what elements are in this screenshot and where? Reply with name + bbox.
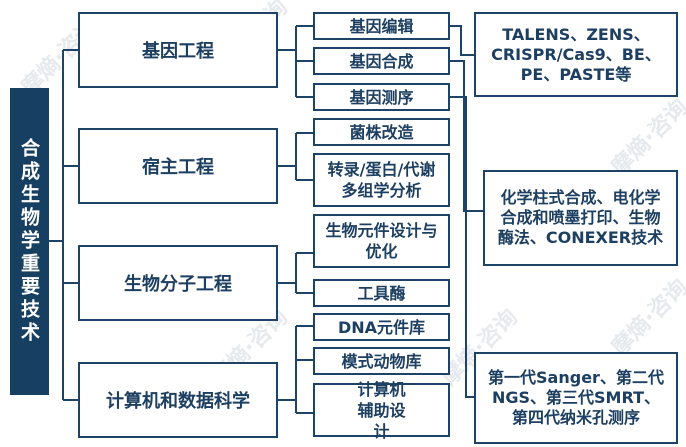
connector-detail-3 — [450, 96, 474, 398]
category-label: 宿主工程 — [142, 157, 214, 178]
item-label: 基因测序 — [349, 87, 414, 107]
detail-text: 第一代Sanger、第二代NGS、第三代SMRT、第四代纳米孔测序 — [488, 368, 664, 427]
item-label: 基因合成 — [349, 51, 414, 71]
item-model-animal-library: 模式动物库 — [313, 347, 450, 375]
item-gene-synthesis: 基因合成 — [313, 47, 450, 75]
detail-text: 化学柱式合成、电化学合成和喷墨打印、生物酶法、CONEXER技术 — [497, 188, 664, 247]
item-label: DNA元件库 — [337, 317, 426, 337]
root-node: 合成生物学重要技术 — [10, 88, 49, 395]
connector-detail-2 — [450, 60, 483, 212]
item-label: 生物元件设计与优化 — [325, 221, 438, 261]
detail-gene-sequencing: 第一代Sanger、第二代NGS、第三代SMRT、第四代纳米孔测序 — [474, 352, 678, 444]
detail-text: TALENS、ZENS、CRISPR/Cas9、BE、PE、PASTE等 — [491, 24, 661, 84]
item-gene-sequencing: 基因测序 — [313, 83, 450, 111]
category-label: 计算机和数据科学 — [106, 391, 250, 412]
category-biomolecular-engineering: 生物分子工程 — [78, 245, 278, 321]
detail-gene-editing: TALENS、ZENS、CRISPR/Cas9、BE、PE、PASTE等 — [474, 12, 678, 97]
item-tool-enzyme: 工具酶 — [313, 279, 450, 307]
item-gene-editing: 基因编辑 — [313, 12, 450, 40]
category-label: 生物分子工程 — [124, 274, 232, 295]
category-label: 基因工程 — [142, 41, 214, 62]
item-multiomics-analysis: 转录/蛋白/代谢多组学分析 — [313, 153, 450, 207]
detail-gene-synthesis: 化学柱式合成、电化学合成和喷墨打印、生物酶法、CONEXER技术 — [483, 170, 678, 266]
category-host-engineering: 宿主工程 — [78, 128, 278, 204]
item-label: 计算机辅助设计 — [357, 379, 406, 441]
root-label: 合成生物学重要技术 — [18, 138, 40, 345]
item-label: 转录/蛋白/代谢多组学分析 — [327, 160, 436, 200]
item-label: 模式动物库 — [341, 351, 422, 371]
item-strain-modification: 菌株改造 — [313, 118, 450, 146]
connector-g3 — [278, 252, 313, 294]
item-label: 工具酶 — [357, 283, 406, 303]
item-label: 基因编辑 — [349, 16, 414, 36]
category-computing-data-science: 计算机和数据科学 — [78, 362, 278, 438]
connector-g1 — [278, 25, 313, 98]
item-bioelement-design: 生物元件设计与优化 — [313, 214, 450, 268]
connector-g2 — [278, 132, 313, 181]
connector-g4 — [278, 325, 313, 414]
connector-detail-1 — [450, 25, 474, 56]
item-computer-aided-design: 计算机辅助设计 — [313, 380, 450, 441]
item-dna-element-library: DNA元件库 — [313, 313, 450, 341]
item-label: 菌株改造 — [349, 122, 414, 142]
category-gene-engineering: 基因工程 — [78, 12, 278, 88]
